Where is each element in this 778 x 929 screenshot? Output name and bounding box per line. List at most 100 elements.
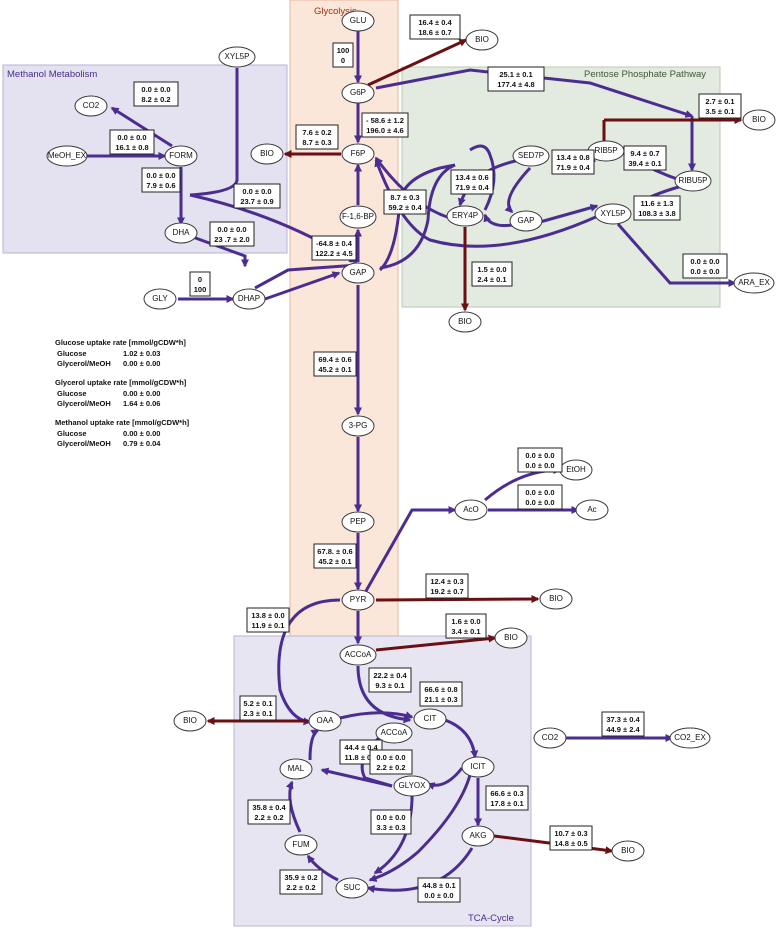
flux-accoa-bio: 1.6 ± 0.03.4 ± 0.1: [445, 613, 487, 639]
svg-text:22.2 ± 0.4: 22.2 ± 0.4: [373, 671, 407, 680]
svg-text:2.2 ± 0.2: 2.2 ± 0.2: [286, 883, 315, 892]
node-bio-pyr: BIO: [539, 588, 573, 610]
node-fum: FUM: [284, 834, 318, 856]
svg-text:CIT: CIT: [424, 714, 437, 723]
node-glu: GLU: [341, 10, 375, 32]
svg-text:8.2 ± 0.2: 8.2 ± 0.2: [141, 95, 170, 104]
node-form: FORM: [164, 145, 198, 167]
node-oaa: OAA: [308, 710, 342, 732]
svg-text:ACCoA: ACCoA: [381, 728, 408, 737]
arrow-pyr-bio: [375, 595, 540, 604]
node-co2-methanol: CO2: [74, 95, 108, 117]
arrow-mal-oaa: [308, 728, 320, 761]
svg-text:0.0 ± 0.0: 0.0 ± 0.0: [690, 257, 719, 266]
node-f6p: F6P: [341, 143, 375, 165]
svg-text:16.1 ± 0.8: 16.1 ± 0.8: [115, 143, 148, 152]
flux-glyox-mal: 0.0 ± 0.02.2 ± 0.2: [369, 749, 413, 775]
svg-text:0.0 ± 0.0: 0.0 ± 0.0: [141, 85, 170, 94]
flux-pyr-bio: 12.4 ± 0.319.2 ± 0.7: [425, 573, 469, 599]
flux-pep-pyr: 67.8. ± 0.645.2 ± 0.1: [313, 543, 357, 569]
flux-tal: 13.4 ± 0.871.9 ± 0.4: [551, 149, 595, 175]
node-g6p: G6P: [341, 82, 375, 104]
svg-text:CO2_EX: CO2_EX: [674, 733, 706, 742]
uptake-glucose-row2-label: Glycerol/MeOH: [57, 359, 111, 368]
svg-text:0.0 ± 0.0: 0.0 ± 0.0: [424, 891, 453, 900]
svg-text:1.6 ± 0.0: 1.6 ± 0.0: [451, 617, 480, 626]
flux-form-co2: 0.0 ± 0.08.2 ± 0.2: [133, 81, 179, 107]
node-f16bp: F-1,6-BP: [339, 205, 377, 229]
node-bio-ppp: BIO: [742, 109, 776, 131]
svg-text:45.2 ± 0.1: 45.2 ± 0.1: [318, 365, 351, 374]
svg-text:14.8 ± 0.5: 14.8 ± 0.5: [554, 839, 587, 848]
svg-text:13.4 ± 0.6: 13.4 ± 0.6: [455, 173, 488, 182]
glycolysis-title: Glycolysis: [314, 6, 357, 17]
svg-text:71.9 ± 0.4: 71.9 ± 0.4: [455, 183, 489, 192]
svg-text:9.4 ± 0.7: 9.4 ± 0.7: [630, 149, 659, 158]
svg-text:44.8 ± 0.1: 44.8 ± 0.1: [422, 881, 455, 890]
flux-aco-etoh: 0.0 ± 0.00.0 ± 0.0: [517, 447, 563, 473]
svg-text:DHAP: DHAP: [238, 294, 260, 303]
flux-accoa-cit: 22.2 ± 0.49.3 ± 0.1: [368, 667, 412, 693]
uptake-rates: Glucose uptake rate [mmol/gCDW*h] Glucos…: [55, 338, 190, 448]
svg-text:7.6 ± 0.2: 7.6 ± 0.2: [302, 128, 331, 137]
flux-akg-suc: 44.8 ± 0.10.0 ± 0.0: [417, 877, 461, 903]
node-ara-ex: ARA_EX: [733, 272, 775, 294]
svg-text:0.0 ± 0.0: 0.0 ± 0.0: [376, 813, 405, 822]
node-mal: MAL: [279, 758, 313, 780]
svg-text:100: 100: [194, 285, 207, 294]
arrow-xyl5p-ara: [616, 223, 737, 287]
arrow-dha-dhap: [189, 234, 249, 268]
svg-text:CO2: CO2: [83, 101, 100, 110]
svg-text:MeOH_EX: MeOH_EX: [48, 151, 87, 160]
svg-text:RIB5P: RIB5P: [594, 146, 617, 155]
flux-fum-mal: 35.8 ± 0.42.2 ± 0.2: [247, 799, 291, 825]
svg-text:BIO: BIO: [549, 594, 563, 603]
svg-text:39.4 ± 0.1: 39.4 ± 0.1: [628, 159, 661, 168]
svg-text:F-1,6-BP: F-1,6-BP: [342, 212, 374, 221]
flux-f6p-bio: 7.6 ± 0.28.7 ± 0.3: [295, 124, 339, 150]
node-bio-akg: BIO: [611, 840, 645, 862]
arrow-form-co2: [110, 106, 173, 148]
arrow-glyox-suc: [373, 795, 414, 875]
node-bio-oaa: BIO: [173, 710, 207, 732]
flux-xyl-f6p: 0.0 ± 0.023.7 ± 0.9: [233, 183, 281, 209]
svg-text:69.4 ± 0.6: 69.4 ± 0.6: [318, 355, 351, 364]
arrow-xyl5p-form: [189, 68, 239, 197]
svg-text:Ac: Ac: [587, 505, 596, 514]
svg-text:44.9 ± 2.4: 44.9 ± 2.4: [606, 725, 640, 734]
svg-text:GAP: GAP: [350, 268, 367, 277]
svg-text:BIO: BIO: [260, 149, 274, 158]
svg-text:196.0 ± 4.6: 196.0 ± 4.6: [366, 126, 403, 135]
node-cit: CIT: [413, 708, 447, 730]
svg-text:13.8 ± 0.0: 13.8 ± 0.0: [251, 611, 284, 620]
svg-text:0.0 ± 0.0: 0.0 ± 0.0: [690, 267, 719, 276]
svg-text:BIO: BIO: [752, 115, 766, 124]
flux-ery-bio: 1.5 ± 0.02.4 ± 0.1: [471, 261, 513, 287]
metabolite-nodes: GLU G6P F6P F-1,6-BP GAP 3-PG PEP PYR AC…: [46, 10, 776, 899]
svg-text:OAA: OAA: [317, 716, 335, 725]
svg-text:9.3 ± 0.1: 9.3 ± 0.1: [375, 681, 404, 690]
flux-pyr-oaa: 13.8 ± 0.011.9 ± 0.1: [246, 607, 290, 633]
svg-text:37.3 ± 0.4: 37.3 ± 0.4: [606, 715, 640, 724]
svg-text:XYL5P: XYL5P: [601, 209, 626, 218]
methanol-title: Methanol Metabolism: [7, 69, 97, 80]
svg-text:BIO: BIO: [621, 846, 635, 855]
uptake-glycerol-row2-label: Glycerol/MeOH: [57, 399, 111, 408]
svg-text:10.7 ± 0.3: 10.7 ± 0.3: [554, 829, 587, 838]
svg-text:122.2 ± 4.5: 122.2 ± 4.5: [315, 249, 352, 258]
svg-text:BIO: BIO: [183, 716, 197, 725]
svg-text:DHA: DHA: [173, 228, 191, 237]
node-sed7p: SED7P: [512, 145, 550, 167]
uptake-glycerol-row2-value: 1.64 ± 0.06: [123, 399, 160, 408]
arrow-oaa-cit: [339, 711, 414, 720]
svg-text:44.4 ± 0.4: 44.4 ± 0.4: [344, 743, 378, 752]
svg-text:25.1 ± 0.1: 25.1 ± 0.1: [499, 70, 532, 79]
uptake-glycerol-title: Glycerol uptake rate [mmol/gCDW*h]: [55, 378, 187, 387]
arrow-pyr-oaa: [277, 598, 341, 726]
node-bio-ery: BIO: [448, 311, 482, 333]
uptake-glycerol-row1-label: Glucose: [57, 389, 87, 398]
svg-text:12.4 ± 0.3: 12.4 ± 0.3: [430, 577, 463, 586]
